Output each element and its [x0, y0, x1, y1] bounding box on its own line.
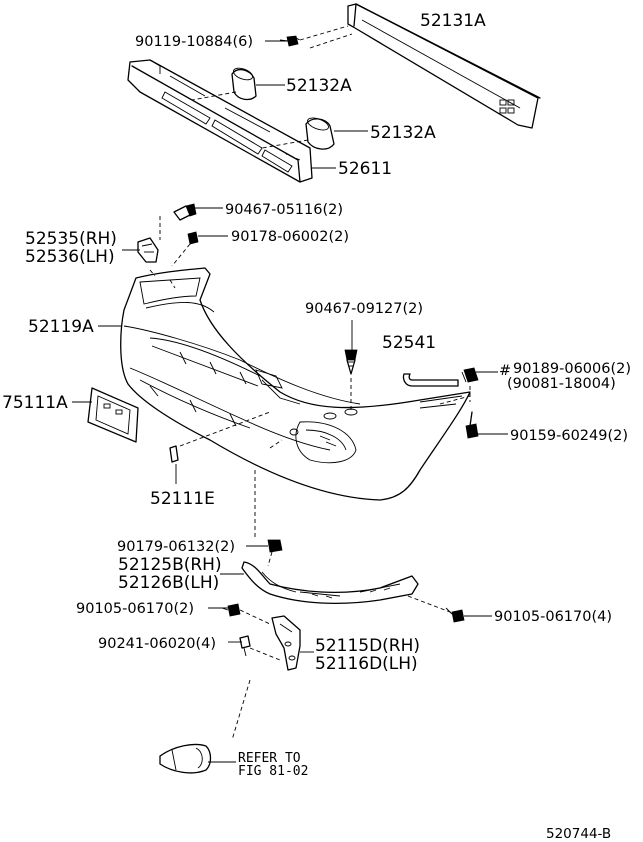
nut-90189-icon	[461, 367, 479, 383]
license-bracket-75111A	[87, 387, 139, 443]
bracket-52125B	[241, 561, 419, 605]
label-90119: 90119-10884(6)	[135, 34, 253, 50]
label-90105-right: 90105-06170(4)	[494, 609, 612, 625]
label-52125B: 52125B(RH)	[118, 555, 222, 575]
label-90467-05116: 90467-05116(2)	[225, 202, 343, 218]
label-90105-left: 90105-06170(2)	[76, 601, 194, 617]
label-52131A: 52131A	[420, 11, 486, 31]
label-90467-09127: 90467-09127(2)	[305, 301, 423, 317]
label-52116D: 52116D(LH)	[315, 654, 418, 674]
label-75111A: 75111A	[2, 393, 68, 413]
label-90241: 90241-06020(4)	[98, 636, 216, 652]
hash-mark: #	[499, 363, 511, 379]
bracket-52115D	[271, 615, 301, 671]
reinforcement-52131A	[347, 3, 541, 129]
nut-90179-icon	[267, 539, 283, 553]
label-90178: 90178-06002(2)	[231, 229, 349, 245]
label-90159: 90159-60249(2)	[510, 428, 628, 444]
label-52132A-upper: 52132A	[286, 76, 352, 96]
retainer-52535	[137, 237, 159, 263]
label-refer-to: REFER TO	[238, 751, 301, 766]
label-52535: 52535(RH)	[25, 229, 117, 249]
label-52611: 52611	[338, 159, 392, 179]
spacer-52132A-upper	[231, 67, 257, 101]
bolt-90105-right-icon	[445, 607, 465, 623]
label-52119A: 52119A	[28, 317, 94, 337]
label-90189: 90189-06006(2)	[513, 361, 631, 377]
label-52111E: 52111E	[150, 489, 215, 509]
screw-90241-icon	[239, 635, 251, 657]
label-90081: (90081-18004)	[507, 376, 616, 392]
label-52541: 52541	[382, 333, 436, 353]
label-52536: 52536(LH)	[25, 247, 115, 267]
label-52115D: 52115D(RH)	[315, 636, 420, 656]
clip-90467-09127-icon	[344, 349, 358, 375]
label-52132A-lower: 52132A	[370, 123, 436, 143]
bolt-90159-icon	[465, 411, 479, 439]
bolt-90105-left-icon	[221, 603, 241, 617]
reinforcement-52541	[402, 373, 459, 387]
bumper-cover-52119A	[120, 267, 471, 501]
clip-90467-05116-icon	[173, 203, 197, 221]
spacer-52132A-lower	[305, 117, 335, 150]
bracket-52111E	[169, 445, 179, 463]
label-52126B: 52126B(LH)	[118, 573, 219, 593]
label-fig: FIG 81-02	[238, 764, 308, 779]
absorber-52611	[127, 59, 313, 183]
diagram-code: 520744-B	[546, 826, 611, 842]
label-90179: 90179-06132(2)	[117, 539, 235, 555]
fog-lamp-ref	[159, 743, 212, 774]
screw-90178-icon	[187, 231, 199, 245]
